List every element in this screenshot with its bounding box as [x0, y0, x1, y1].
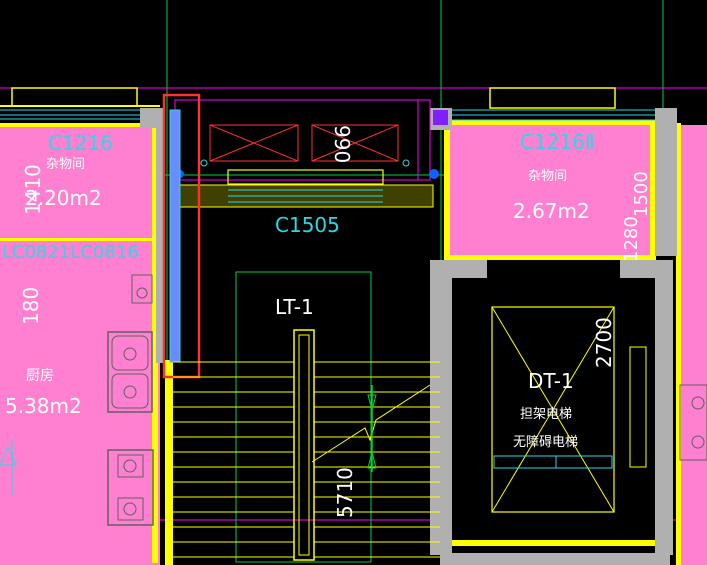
- window-label-c1216: C1216: [48, 131, 113, 155]
- wall: [452, 540, 655, 546]
- vent-point: [200, 159, 208, 167]
- window-frame-mid: [227, 169, 384, 185]
- wall: [165, 360, 173, 565]
- wall: [444, 255, 656, 260]
- dim-label-1500: 1500: [631, 171, 652, 217]
- column: [655, 260, 673, 555]
- stair-arrow-icon: [367, 394, 377, 412]
- room-far-right: [680, 125, 707, 565]
- stair-break-icon: [311, 384, 431, 463]
- stove-icon: [107, 449, 154, 526]
- wall: [650, 120, 656, 260]
- column: [156, 108, 164, 363]
- room-label-storage-left: 杂物间: [46, 157, 85, 172]
- area-label-storage-right: 2.67m2: [513, 199, 590, 223]
- column: [452, 260, 487, 278]
- room-kitchen-lower: [0, 525, 160, 565]
- column: [140, 108, 160, 128]
- marker-block: [433, 110, 448, 125]
- dim-label-2700: 2700: [592, 317, 616, 368]
- sink-basin: [111, 335, 149, 371]
- column: [430, 260, 452, 555]
- dim-label-180: 180: [19, 287, 43, 325]
- window-label-c1216-ii: C1216Ⅱ: [520, 130, 595, 154]
- elevator-label: DT-1: [528, 369, 574, 393]
- room-kitchen: [0, 240, 160, 525]
- elevator-counterweight: [629, 346, 647, 468]
- dim-label-5710: 5710: [333, 467, 357, 518]
- selection-highlight[interactable]: [162, 93, 201, 379]
- window-label-lc-stack: LC0821LC0816: [2, 242, 139, 263]
- vent-grille-icon: [209, 124, 299, 162]
- room-label-storage-right: 杂物间: [528, 169, 567, 184]
- dim-label-1410: 1410: [21, 164, 45, 215]
- stair-treads: [173, 361, 440, 558]
- area-label-storage-left: 2.20m2: [25, 186, 102, 210]
- wall: [444, 120, 656, 125]
- column: [655, 108, 677, 256]
- room-storage-left: [0, 125, 160, 240]
- stair-arrow-icon: [367, 451, 377, 469]
- wall: [0, 238, 160, 241]
- window-frame-left: [11, 87, 138, 107]
- socket-icon: [679, 384, 707, 461]
- dim-label-990: 990: [330, 125, 354, 163]
- wall: [444, 120, 450, 260]
- elevator-desc-stretcher: 担架电梯: [520, 407, 572, 422]
- window-label-c1505: C1505: [275, 213, 340, 237]
- column: [440, 553, 670, 565]
- dim-label-1280: 1280: [621, 216, 642, 262]
- sink-basin: [111, 373, 149, 409]
- marker-dot: [429, 169, 439, 179]
- column: [620, 260, 660, 278]
- wall: [152, 123, 158, 563]
- room-label-kitchen: 厨房: [26, 368, 54, 384]
- stair-handrail: [293, 329, 315, 561]
- elevator-car-icon: [491, 306, 615, 513]
- stair-boundary: [235, 271, 372, 563]
- window-frame-right: [489, 87, 616, 109]
- vent-grille-icon: [311, 124, 399, 162]
- wall: [0, 123, 160, 127]
- vertical-window: [169, 109, 181, 363]
- elevator-desc-accessible: 无障碍电梯: [513, 435, 578, 450]
- stair-label: LT-1: [275, 295, 314, 319]
- sink-icon: [107, 331, 153, 413]
- area-label-kitchen: 5.38m2: [5, 394, 82, 418]
- wall: [676, 123, 681, 565]
- shaft-outline: [174, 99, 431, 181]
- vent-point: [402, 159, 410, 167]
- room-storage-right: [450, 125, 655, 260]
